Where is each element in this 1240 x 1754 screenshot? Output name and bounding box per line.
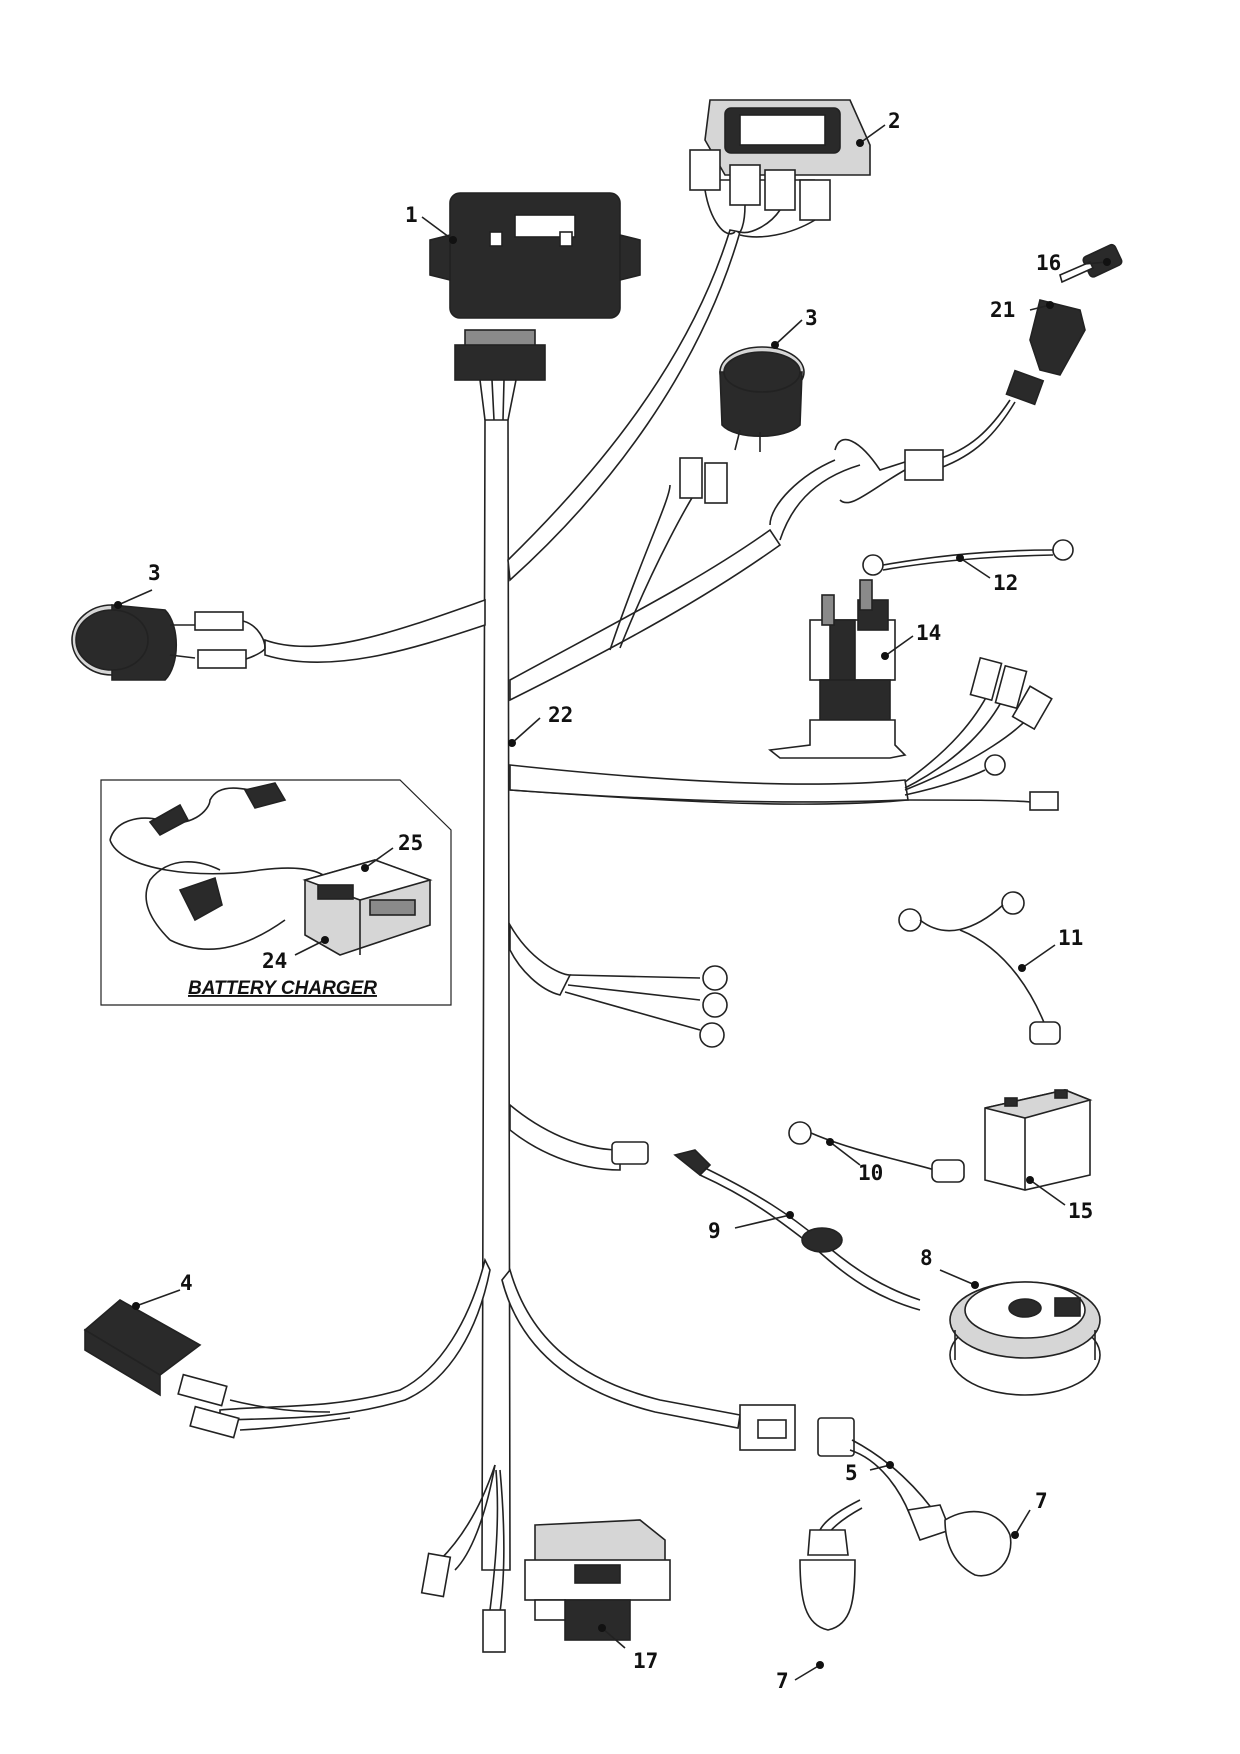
lamp-harness-icon: [739, 1404, 952, 1541]
callout-labels: 1 2 3 3 4 5 7 7 8 9 10 11 12 14 15 16 17…: [148, 109, 1093, 1693]
battery-charger-inset: [100, 779, 452, 1006]
callout-15: 15: [1068, 1199, 1093, 1223]
callout-4: 4: [180, 1271, 193, 1295]
callout-17: 17: [633, 1649, 658, 1673]
fuse-box-icon: [524, 1519, 671, 1641]
inset-caption: BATTERY CHARGER: [188, 978, 377, 999]
battery-icon: [984, 1089, 1093, 1191]
battery-charger-icon: [302, 859, 433, 956]
ground-cable-icon: [862, 539, 1074, 576]
ignition-key-icon: [1059, 243, 1123, 284]
battery-cable-icon: [898, 891, 1061, 1045]
push-button-switch-icon: [679, 346, 805, 504]
push-button-switch-icon: [71, 604, 266, 681]
ring-terminal-icon: [564, 965, 728, 1048]
battery-indicator-icon: [689, 99, 871, 238]
wiring-harness-icon: [219, 229, 909, 1613]
bulb-icon: [944, 1510, 1012, 1577]
callout-21: 21: [990, 298, 1015, 322]
callout-7-bottom: 7: [776, 1669, 789, 1693]
ignition-switch-icon: [769, 299, 1086, 541]
callout-7-right: 7: [1035, 1489, 1048, 1513]
callout-14: 14: [916, 621, 941, 645]
relay-icon: [83, 1299, 351, 1439]
battery-cable-icon: [788, 1121, 965, 1183]
bulb-icon: [799, 1529, 856, 1631]
callout-24: 24: [262, 949, 287, 973]
pto-clutch-icon: [949, 1281, 1101, 1396]
connector-icon: [420, 1552, 506, 1653]
callout-25: 25: [398, 831, 423, 855]
callout-1: 1: [405, 203, 418, 227]
callout-5: 5: [845, 1461, 858, 1485]
connector-icon: [904, 656, 1059, 811]
hour-meter-icon: [429, 192, 641, 421]
callout-22: 22: [548, 703, 573, 727]
callout-10: 10: [858, 1161, 883, 1185]
fuse-holder-icon: [611, 1141, 921, 1311]
callout-3-left: 3: [148, 561, 161, 585]
callout-11: 11: [1058, 926, 1083, 950]
solenoid-icon: [768, 579, 907, 759]
callout-12: 12: [993, 571, 1018, 595]
callout-leaders: [114, 124, 1111, 1681]
callout-2: 2: [888, 109, 901, 133]
callout-3-upper: 3: [805, 306, 818, 330]
callout-16: 16: [1036, 251, 1061, 275]
callout-8: 8: [920, 1246, 933, 1270]
callout-9: 9: [708, 1219, 721, 1243]
